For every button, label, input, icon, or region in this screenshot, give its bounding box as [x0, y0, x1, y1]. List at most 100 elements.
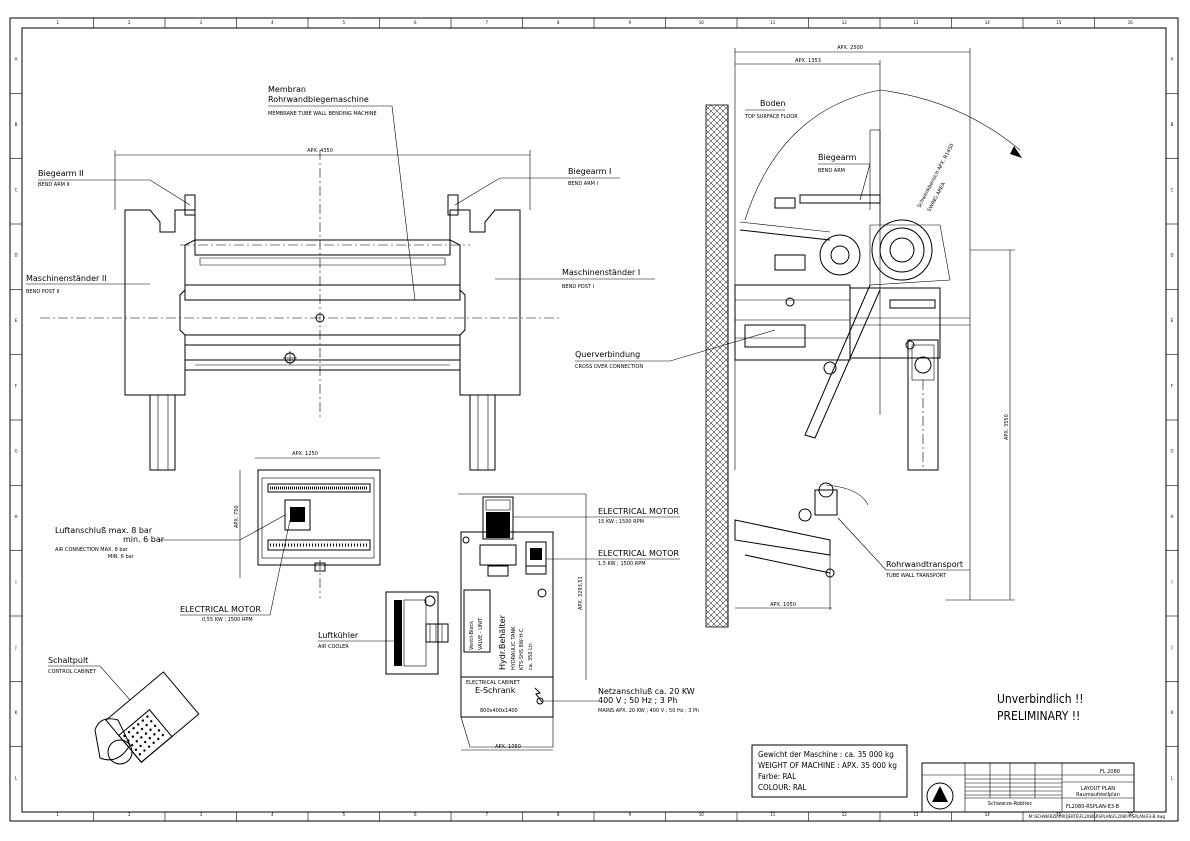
keypad-dot	[127, 730, 131, 734]
dim-apx1250: APX. 1250	[292, 451, 318, 457]
keypad-dot	[140, 736, 143, 739]
control-keypad	[123, 715, 165, 756]
label-biegearm-2: Biegearm II	[38, 169, 84, 178]
frame-col-mark: 7	[485, 20, 488, 25]
frame-col-mark: 16	[1128, 20, 1134, 25]
air-cooler: Luftkühler AIR COOLER	[318, 591, 449, 675]
dim-apx3293: APX. 3293,51	[578, 576, 584, 610]
frame-row-mark: K	[15, 710, 18, 715]
tb-drawing-no: FL2080-RSPLAN-E3-B	[1066, 804, 1120, 810]
title-block-grid	[965, 763, 1062, 798]
weight-line-3: Farbe: RAL	[758, 772, 796, 781]
label-motor-2: ELECTRICAL MOTOR	[598, 549, 679, 558]
frame-row-mark: B	[1171, 122, 1174, 127]
keypad-dot	[146, 715, 149, 718]
dim-apx1050: APX. 1050	[770, 602, 796, 608]
dim-apx2500: APX. 2500	[837, 45, 863, 51]
dim-apx750: APX. 750	[234, 505, 240, 528]
frame-col-mark: 5	[342, 812, 345, 817]
dim-apx4350: APX. 4350	[307, 148, 333, 154]
frame-col-mark: 7	[485, 812, 488, 817]
frame-col-mark: 9	[628, 812, 631, 817]
weight-line-1: Gewicht der Maschine : ca. 35 000 kg	[758, 750, 894, 759]
frame-col-mark: 5	[342, 20, 345, 25]
frame-row-mark: J	[1170, 645, 1172, 650]
keypad-dot	[145, 723, 148, 727]
label-luft-2: min. 6 bar	[123, 535, 165, 544]
label-membran-en: MEMBRANE TUBE WALL BENDING MACHINE	[268, 111, 377, 117]
label-membran: Membran	[268, 85, 306, 94]
control-cabinet: Schaltpult CONTROL CABINET	[48, 656, 200, 765]
label-netz-en: MAINS APX. 20 KW ; 400 V ; 50 Hz ; 3 Ph	[598, 708, 699, 714]
label-quer: Querverbindung	[575, 350, 640, 359]
keypad-dot	[153, 733, 156, 736]
label-tank-en-3: ca. 350 Ltr.	[528, 642, 534, 670]
frame-row-mark: F	[15, 383, 18, 388]
frame-row-mark: L	[1171, 775, 1174, 780]
label-pult-en: CONTROL CABINET	[48, 669, 97, 675]
frame-col-mark: 8	[557, 20, 560, 25]
label-biegearm-1-en: BEND ARM I	[568, 181, 598, 187]
keypad-dot	[144, 740, 147, 744]
label-quer-en: CROSS OVER CONNECTION	[575, 364, 643, 370]
tb-subtitle: Raumaufstellplan	[1076, 792, 1120, 798]
frame-col-mark: 15	[1056, 812, 1062, 817]
frame-row-mark: A	[15, 57, 18, 62]
frame-col-mark: 14	[985, 812, 991, 817]
keypad-dot	[157, 737, 160, 741]
label-pult: Schaltpult	[48, 656, 88, 665]
frame-col-mark: 16	[1128, 812, 1134, 817]
keypad-dot	[153, 724, 157, 728]
frame-col-mark: 9	[628, 20, 631, 25]
label-motor-1-spec: 15 KW ; 1500 RPM	[598, 519, 644, 525]
label-luft-en-2: MIN. 6 bar	[108, 554, 135, 560]
weight-line-4: COLOUR: RAL	[758, 783, 806, 792]
title-block: FL 2080 LAYOUT PLAN Raumaufstellplan FL2…	[921, 762, 1165, 819]
frame-col-mark: 15	[1056, 20, 1062, 25]
label-prelim-1: Unverbindlich !!	[997, 692, 1084, 706]
tb-drawing-no-short: FL 2080	[1100, 769, 1120, 775]
frame-row-mark: K	[1171, 710, 1174, 715]
weight-line-2: WEIGHT OF MACHINE : APX. 35 000 kg	[758, 761, 897, 770]
label-tank-en: HYDRAULIC TANK	[511, 626, 517, 670]
frame-col-mark: 3	[199, 20, 202, 25]
label-boden-en: TOP SURFACE FLOOR	[744, 114, 798, 120]
frame-col-mark: 14	[985, 20, 991, 25]
frame-col-mark: 6	[414, 812, 417, 817]
hydraulic-tank: APX. 3293,51 Ventil-Block VALVE - UNIT H…	[458, 493, 699, 751]
frame-col-mark: 1	[56, 20, 59, 25]
frame-row-mark: E	[15, 318, 18, 323]
label-biegearm: Biegearm	[818, 153, 857, 162]
label-biegearm-2-en: BEND ARM II	[38, 182, 70, 188]
label-staender-2-en: BEND POST II	[26, 289, 60, 295]
keypad-dot	[131, 735, 135, 738]
label-membran-2: Rohrwandbiegemaschine	[268, 95, 369, 104]
frame-row-mark: E	[1171, 318, 1174, 323]
frame-col-mark: 1	[56, 812, 59, 817]
frame-row-mark: C	[1171, 187, 1174, 192]
keypad-dot	[138, 753, 142, 756]
label-netz: Netzanschluß ca. 20 KW	[598, 687, 695, 696]
label-prelim-2: PRELIMINARY !!	[997, 709, 1080, 723]
frame-col-mark: 11	[770, 812, 776, 817]
frame-row-mark: H	[14, 514, 17, 519]
label-motor-1: ELECTRICAL MOTOR	[598, 507, 679, 516]
frame-row-mark: H	[1170, 514, 1173, 519]
frame-row-mark: I	[1171, 579, 1172, 584]
frame-col-mark: 2	[128, 812, 131, 817]
frame-row-mark: I	[15, 579, 16, 584]
front-view-machine: APX. 4350	[40, 148, 560, 471]
frame-col-mark: 12	[842, 20, 848, 25]
keypad-dot	[139, 744, 142, 748]
keypad-dot	[141, 719, 145, 722]
frame-row-mark: B	[15, 122, 18, 127]
label-kuehler: Luftkühler	[318, 631, 359, 640]
weight-box: Gewicht der Maschine : ca. 35 000 kg WEI…	[751, 744, 908, 798]
dim-apx1050-tank: APX. 1050	[495, 744, 521, 750]
keypad-dot	[148, 736, 151, 740]
label-staender-1-en: BEND POST I	[562, 284, 594, 290]
frame-col-mark: 2	[128, 20, 131, 25]
frame-column-marks: 1122334455667788991010111112121313141415…	[56, 18, 1133, 821]
label-biegearm-1: Biegearm I	[568, 167, 611, 176]
keypad-dot	[147, 745, 151, 748]
